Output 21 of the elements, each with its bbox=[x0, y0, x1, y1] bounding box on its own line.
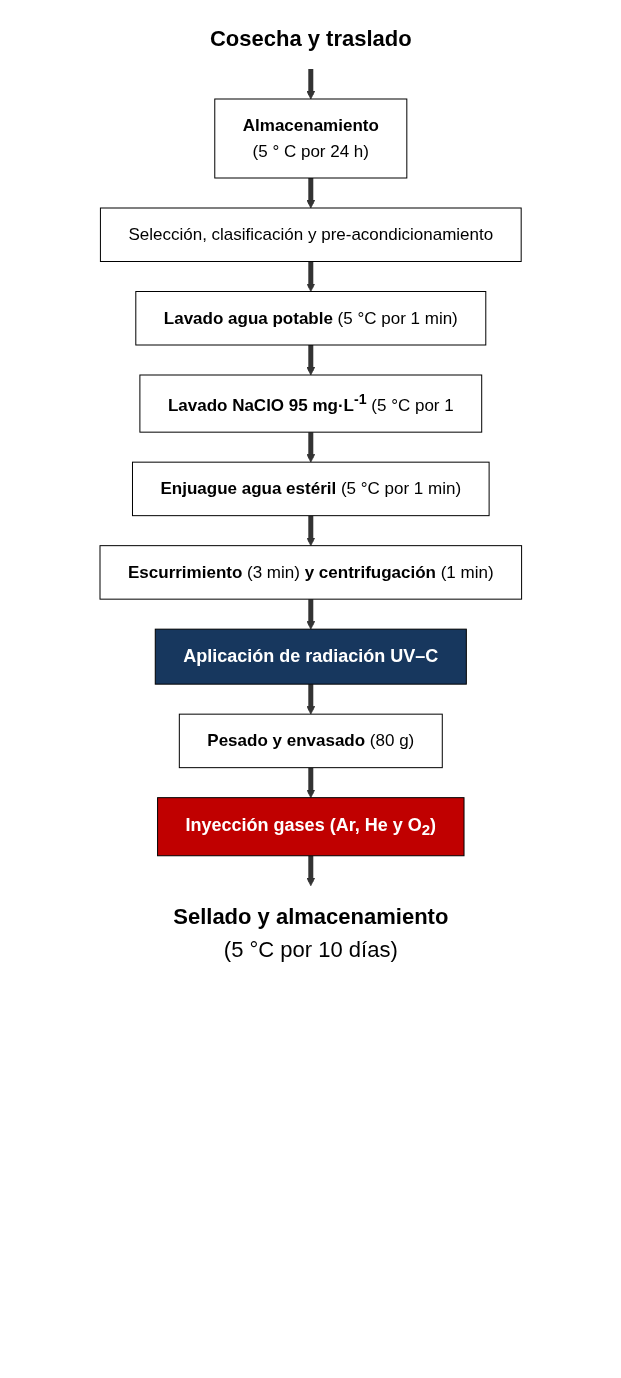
node-box: Aplicación de radiación UV–C bbox=[154, 628, 467, 685]
arrow bbox=[306, 69, 315, 100]
node-box: Pesado y envasado (80 g) bbox=[178, 713, 443, 769]
arrow bbox=[306, 855, 315, 887]
node-box: Lavado agua potable (5 °C por 1 min) bbox=[135, 291, 486, 346]
node-box: Inyección gases (Ar, He y O$_{2}$) bbox=[156, 797, 465, 857]
node-box: Selección, clasificación y pre-acondicionamiento bbox=[99, 207, 522, 262]
arrow bbox=[306, 178, 315, 209]
node-box: Escurrimiento (3 min) y centrifugación (1 min) bbox=[99, 545, 522, 600]
arrow bbox=[306, 767, 315, 799]
node-text: Sellado y almacenamiento (5 °C por 10 días) bbox=[172, 903, 449, 962]
node-text: Cosecha y traslado bbox=[209, 26, 412, 51]
arrow bbox=[306, 432, 315, 463]
node-box: Almacenamiento (5 ° C por 24 h) bbox=[214, 98, 407, 179]
node-box: Lavado NaClO 95 mg·L$^{-1}$ (5 °C por 1 bbox=[139, 374, 482, 433]
arrow bbox=[306, 261, 315, 292]
node-box: Enjuague agua estéril (5 °C por 1 min) bbox=[131, 461, 490, 517]
arrow bbox=[306, 599, 315, 630]
arrow bbox=[306, 345, 315, 376]
arrow bbox=[306, 515, 315, 547]
arrow bbox=[306, 684, 315, 715]
